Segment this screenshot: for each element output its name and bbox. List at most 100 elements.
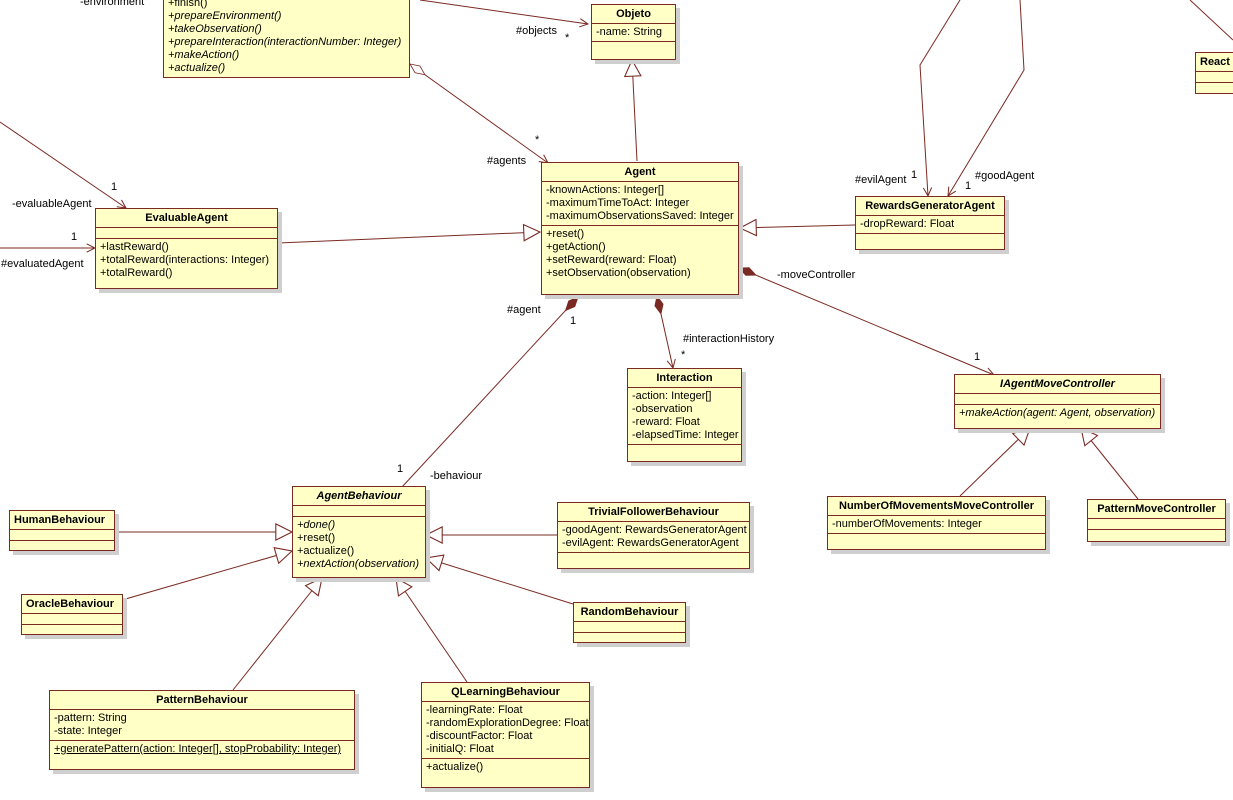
class-react[interactable]: React [1195, 52, 1233, 94]
class-interaction[interactable]: Interaction -action: Integer[] -observat… [627, 368, 742, 462]
attribute: -randomExplorationDegree: Float [426, 717, 589, 729]
mult-agents: * [535, 134, 540, 146]
operations-compartment: +lastReward() +totalReward(interactions:… [96, 239, 277, 282]
operations-compartment: +done() +reset() +actualize() +nextActio… [293, 517, 425, 573]
operation: +actualize() [168, 62, 226, 74]
role-behaviour: -behaviour [430, 470, 482, 482]
mult-evil-agent: 1 [911, 169, 918, 181]
operations-compartment [574, 633, 685, 643]
edge-goodagent [948, 0, 1025, 196]
attribute: -dropReward: Float [860, 218, 955, 230]
mult-move-controller: 1 [974, 351, 981, 363]
attribute: -pattern: String [54, 712, 127, 724]
role-move-controller: -moveController [777, 269, 856, 281]
attributes-compartment: -action: Integer[] -observation -reward:… [628, 388, 741, 445]
edge-offscreen-react [1189, 0, 1233, 41]
role-agent: #agent [507, 304, 541, 316]
edge-pattern-generalization [232, 578, 322, 691]
operations-compartment: +finish() +prepareEnvironment() +takeObs… [164, 0, 409, 77]
class-name: React [1196, 53, 1233, 72]
attributes-compartment: -knownActions: Integer[] -maximumTimeToA… [542, 182, 738, 226]
class-name: Interaction [628, 369, 741, 388]
operation: +lastReward() [100, 241, 169, 253]
operations-compartment [10, 541, 114, 551]
class-name: QLearningBehaviour [422, 683, 589, 702]
class-name: OracleBehaviour [22, 595, 122, 614]
class-agent[interactable]: Agent -knownActions: Integer[] -maximumT… [541, 162, 739, 295]
operation: +reset() [546, 228, 585, 240]
operation: +makeAction() [168, 49, 240, 61]
attributes-compartment: -pattern: String -state: Integer [50, 710, 354, 741]
attribute: -name: String [596, 26, 663, 38]
operations-compartment [1196, 83, 1233, 93]
operation: +done() [297, 519, 336, 531]
attribute: -maximumTimeToAct: Integer [546, 197, 690, 209]
operations-compartment: +generatePattern(action: Integer[], stop… [50, 741, 354, 758]
edge-agent-objeto-generalization [632, 60, 637, 162]
class-pattern-move-controller[interactable]: PatternMoveController [1087, 499, 1226, 542]
attributes-compartment: -name: String [592, 24, 675, 42]
attributes-compartment [96, 228, 277, 239]
attribute: -state: Integer [54, 725, 122, 737]
attribute: -learningRate: Float [426, 704, 523, 716]
edge-evilagent [919, 0, 961, 196]
operation: +reset() [297, 532, 336, 544]
operation: +nextAction(observation) [297, 558, 419, 570]
class-name: EvaluableAgent [96, 209, 277, 228]
edge-agent-movecontroller [739, 268, 994, 375]
class-environment[interactable]: +finish() +prepareEnvironment() +takeObs… [163, 0, 410, 78]
class-name: Agent [542, 163, 738, 182]
edge-patternmove-generalization [1081, 428, 1139, 500]
role-evaluable-agent: -evaluableAgent [12, 198, 92, 210]
attributes-compartment: -dropReward: Float [856, 216, 1004, 234]
class-objeto[interactable]: Objeto -name: String [591, 4, 676, 60]
class-evaluable-agent[interactable]: EvaluableAgent +lastReward() +totalRewar… [95, 208, 278, 289]
class-rewards-generator-agent[interactable]: RewardsGeneratorAgent -dropReward: Float [855, 196, 1005, 250]
edge-random-generalization [426, 558, 574, 605]
operation: +actualize() [426, 761, 484, 773]
attribute: -numberOfMovements: Integer [832, 518, 982, 530]
edge-qlearning-generalization [396, 578, 468, 683]
operation: +totalReward() [100, 267, 173, 279]
class-name: RandomBehaviour [574, 603, 685, 622]
operation: +totalReward(interactions: Integer) [100, 254, 270, 266]
class-number-of-movements-move-controller[interactable]: NumberOfMovementsMoveController -numberO… [827, 496, 1046, 550]
class-trivial-follower-behaviour[interactable]: TrivialFollowerBehaviour -goodAgent: Rew… [557, 502, 750, 569]
class-agent-behaviour[interactable]: AgentBehaviour +done() +reset() +actuali… [292, 486, 426, 578]
edge-rewardsgenerator-agent-generalization [740, 225, 856, 228]
operation: +finish() [168, 0, 208, 9]
attributes-compartment: -goodAgent: RewardsGeneratorAgent -evilA… [558, 522, 749, 553]
operation: +prepareInteraction(interactionNumber: I… [168, 36, 402, 48]
mult-interaction-history: * [681, 349, 686, 361]
class-name: NumberOfMovementsMoveController [828, 497, 1045, 516]
mult-behaviour: 1 [397, 463, 404, 475]
operation: +setObservation(observation) [546, 267, 691, 279]
edge-offscreen-evaluableagent [0, 121, 126, 208]
attributes-compartment: -learningRate: Float -randomExplorationD… [422, 702, 589, 759]
class-pattern-behaviour[interactable]: PatternBehaviour -pattern: String -state… [49, 690, 355, 770]
operation: +takeObservation() [168, 23, 262, 35]
role-agents: #agents [487, 155, 527, 167]
class-qlearning-behaviour[interactable]: QLearningBehaviour -learningRate: Float … [421, 682, 590, 788]
class-name: HumanBehaviour [10, 511, 114, 530]
class-name: AgentBehaviour [293, 487, 425, 506]
class-iagent-move-controller[interactable]: IAgentMoveController +makeAction(agent: … [954, 374, 1161, 429]
attributes-compartment [22, 614, 122, 625]
class-human-behaviour[interactable]: HumanBehaviour [9, 510, 115, 551]
attribute: -elapsedTime: Integer [632, 429, 739, 441]
edge-oracle-generalization [121, 551, 292, 601]
operations-compartment [1088, 530, 1225, 540]
attribute: -discountFactor: Float [426, 730, 533, 742]
operation: +generatePattern(action: Integer[], stop… [54, 743, 342, 755]
attributes-compartment [1196, 72, 1233, 83]
role-environment: -environment [80, 0, 145, 8]
operations-compartment [22, 625, 122, 635]
class-random-behaviour[interactable]: RandomBehaviour [573, 602, 686, 643]
mult-evaluated-agent: 1 [71, 231, 78, 243]
class-name: PatternMoveController [1088, 500, 1225, 519]
class-name: RewardsGeneratorAgent [856, 197, 1004, 216]
edge-agent-behaviour [401, 297, 578, 488]
class-name: TrivialFollowerBehaviour [558, 503, 749, 522]
operations-compartment: +actualize() [422, 759, 589, 776]
class-oracle-behaviour[interactable]: OracleBehaviour [21, 594, 123, 635]
